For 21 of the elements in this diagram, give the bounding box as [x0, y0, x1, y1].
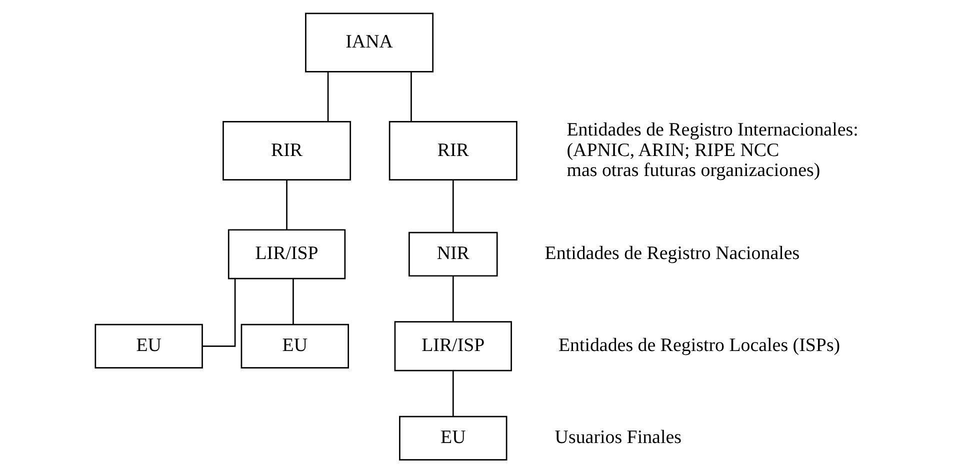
connector: [452, 370, 454, 416]
node-box: RIR: [222, 121, 352, 181]
connector: [286, 180, 288, 230]
node-box: IANA: [305, 12, 434, 72]
label: Entidades de Registro Internacionales: (APNIC, ARIN; RIPE NCC mas otras futuras organizaciones): [566, 119, 858, 182]
node-box: LIR/ISP: [228, 229, 346, 280]
connector: [452, 180, 454, 232]
node-box: RIR: [388, 121, 518, 181]
label: Usuarios Finales: [554, 427, 682, 448]
node-box: EU: [94, 324, 203, 369]
connector: [327, 72, 329, 122]
node-box: NIR: [408, 232, 498, 277]
connector: [410, 72, 412, 122]
node-box: LIR/ISP: [394, 321, 512, 372]
connector: [292, 278, 294, 324]
connector: [202, 278, 236, 347]
node-box: EU: [240, 324, 349, 369]
connector: [452, 276, 454, 322]
label: Entidades de Registro Locales (ISPs): [558, 335, 840, 356]
label: Entidades de Registro Nacionales: [544, 243, 800, 264]
node-box: EU: [399, 416, 508, 460]
